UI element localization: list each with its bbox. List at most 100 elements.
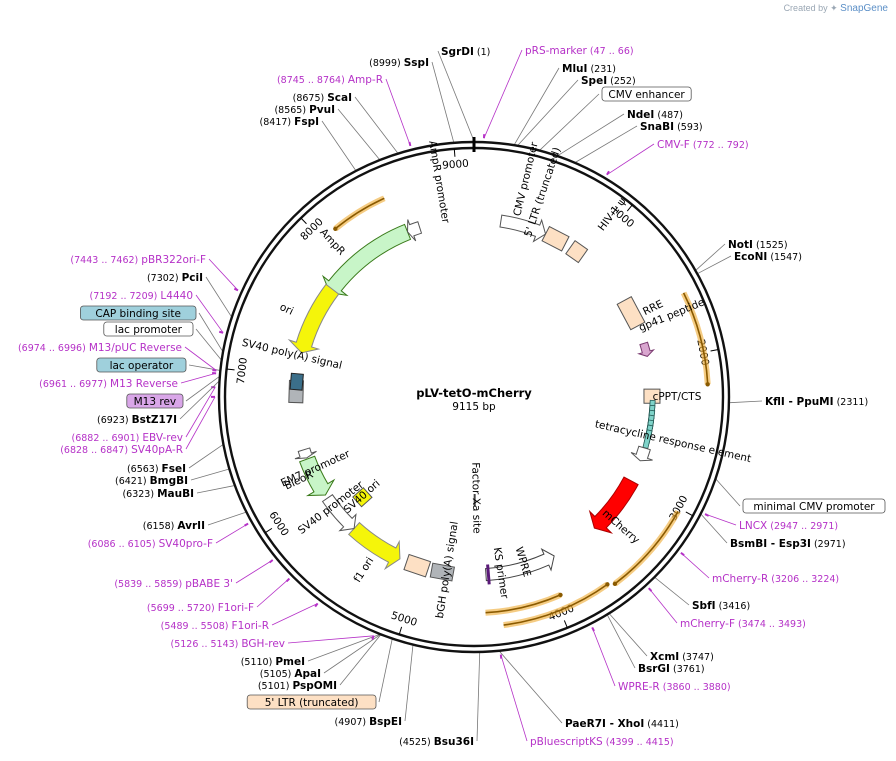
callout-ndei: NdeI (487): [627, 109, 683, 121]
callout-box: [601, 86, 692, 102]
callout-coord: (1547): [767, 252, 802, 263]
callout-line-kfli-ppumi: [729, 400, 763, 404]
callout-box: [103, 321, 194, 337]
callout-line-bmgbi: [190, 468, 229, 481]
callout-pbabe-3: (5839 .. 5859) pBABE 3': [114, 578, 233, 590]
callout-coord: (5101): [258, 681, 293, 692]
callout-name: XcmI: [650, 651, 679, 663]
callout-coord: (252): [607, 76, 636, 87]
callout-name: M13/pUC Reverse: [89, 342, 182, 354]
callout-line-prs-marker: [483, 49, 523, 139]
callout-text: pBluescriptKS (4399 .. 4415): [530, 736, 674, 748]
callout-name: SspI: [404, 57, 429, 69]
orf-direction-tip-icon: [612, 581, 618, 587]
callout-name: WPRE-R: [618, 681, 660, 693]
primer-site-mark: [680, 551, 685, 556]
primer-site-mark: [268, 559, 274, 564]
callout-line-pcii: [205, 276, 232, 317]
callout-scai: (8675) ScaI: [293, 92, 352, 104]
callout-pvui: (8565) PvuI: [274, 104, 335, 116]
feature-cmv-promoter: [499, 214, 547, 243]
callout-text: (8565) PvuI: [274, 104, 335, 116]
snapgene-logo-icon: ✦: [830, 3, 838, 13]
callout-text: EcoNI (1547): [734, 251, 802, 263]
callout-text: (6882 .. 6901) EBV-rev: [71, 432, 183, 444]
callout-line-xcmi: [609, 613, 648, 657]
callout-coord: (5489 .. 5508): [161, 621, 232, 632]
callout-text: mCherry-F (3474 .. 3493): [680, 618, 806, 630]
callout-line-mlui: [514, 67, 560, 145]
callout-line-sgrdi: [437, 50, 475, 142]
tick-label-5000: 5000: [389, 610, 418, 629]
feature-ori: [287, 283, 340, 354]
callout-line-apai: [323, 634, 380, 674]
callout-bmgbi: (6421) BmgBI: [115, 475, 188, 487]
orf-direction-tip-icon: [705, 382, 710, 387]
feature-5-ltr-truncated: [541, 225, 570, 252]
callout-text: (6421) BmgBI: [115, 475, 188, 487]
callout-mcherry-f: mCherry-F (3474 .. 3493): [680, 618, 806, 630]
callout-coord: (5839 .. 5859): [114, 579, 185, 590]
feature-sv40-promoter: [321, 493, 357, 532]
callout-text: (6974 .. 6996) M13/pUC Reverse: [18, 342, 182, 354]
callout-name: NotI: [728, 239, 753, 251]
callout-name: SgrDI: [441, 46, 474, 58]
callout-coord: (6923): [97, 415, 132, 426]
callout-line-bstz17i: [179, 381, 219, 420]
callout-name: PaeR7I - XhoI: [565, 718, 644, 730]
callout-line-mcherry-r: [680, 552, 710, 579]
callout-text: (5126 .. 5143) BGH-rev: [171, 638, 285, 650]
primer-site-mark: [233, 287, 239, 292]
callout-sspi: (8999) SspI: [369, 57, 429, 69]
callout-name: BGH-rev: [241, 638, 285, 650]
orf-direction-halo: [485, 592, 562, 616]
callout-name: PmeI: [275, 656, 305, 668]
callout-line-mcherry-f: [648, 587, 678, 624]
callout-box: [96, 357, 187, 373]
callout-xcmi: XcmI (3747): [650, 651, 714, 663]
callout-wpre-r: WPRE-R (3860 .. 3880): [618, 681, 731, 693]
callout-lines: [179, 49, 763, 742]
callout-box: [126, 393, 184, 409]
callout-name: ApaI: [294, 668, 321, 680]
callout-coord: (1): [474, 47, 490, 58]
callout-cmv-enhancer: CMV enhancer: [601, 86, 692, 102]
callout-text: BsrGI (3761): [638, 663, 705, 675]
callout-name: F1ori-F: [218, 602, 254, 614]
callout-box-label: minimal CMV promoter: [753, 501, 875, 513]
callout-coord: (3761): [670, 664, 705, 675]
callout-text: CMV-F (772 .. 792): [657, 139, 749, 151]
callout-name: pBR322ori-F: [141, 254, 206, 266]
callout-name: FseI: [162, 463, 186, 475]
tick-3000: [685, 511, 694, 517]
callout-name: BsmBI - Esp3I: [730, 538, 811, 550]
tick-2000: [710, 348, 719, 352]
callout-box: [742, 498, 886, 514]
callout-line-minimal-cmv-promoter: [716, 479, 741, 507]
callout-line-5-ltr-truncated: [378, 639, 393, 703]
callout-line-bsrgi: [607, 615, 636, 669]
primer-site-mark: [648, 587, 653, 592]
callout-kfli-ppumi: KflI - PpuMI (2311): [765, 396, 868, 408]
callout-name: PspOMI: [292, 680, 337, 692]
callout-name: PciI: [182, 272, 203, 284]
feature-f1-ori: [347, 521, 401, 571]
callout-text: pRS-marker (47 .. 66): [525, 45, 634, 57]
callout-line-pspomi: [339, 634, 381, 686]
callout-apai: (5105) ApaI: [260, 668, 321, 680]
callout-coord: (7192 .. 7209): [90, 291, 161, 302]
primer-site-mark: [704, 513, 710, 517]
callout-line-m13-rev: [185, 376, 220, 402]
callout-coord: (8565): [274, 105, 309, 116]
callout-cap-binding-site: CAP binding site: [80, 305, 197, 321]
orf-direction-line: [503, 583, 608, 626]
callout-coord: (4399 .. 4415): [603, 737, 674, 748]
callout-name: SV40pA-R: [131, 444, 183, 456]
callout-coord: (5110): [241, 657, 276, 668]
callout-coord: (8745 .. 8764): [277, 75, 348, 86]
tick-8000: [300, 217, 307, 225]
callout-line-paer7i-xhoi: [499, 651, 563, 724]
feature-label-ampr: AmpR: [317, 226, 347, 257]
